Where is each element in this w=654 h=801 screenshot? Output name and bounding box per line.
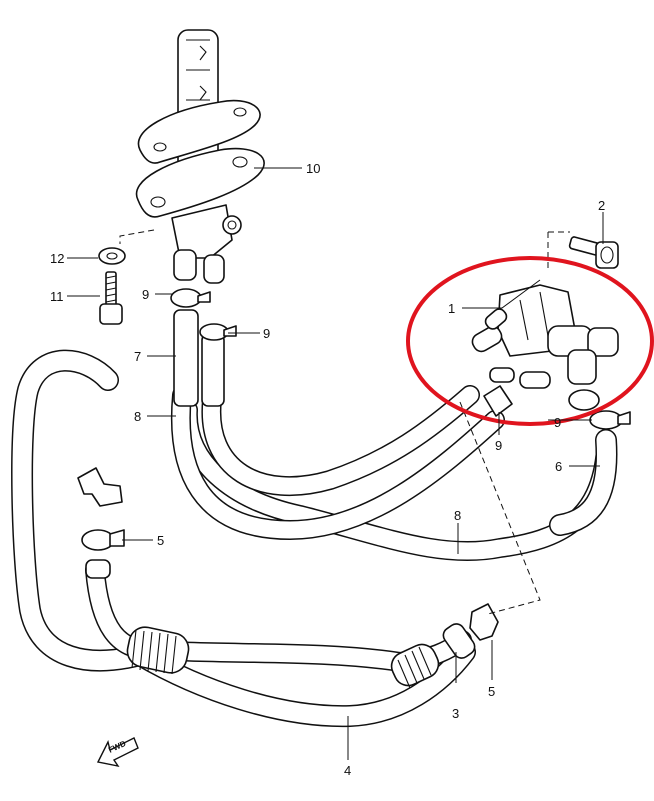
callout-2: 2 [598,198,605,213]
callout-4: 4 [344,763,351,778]
clamp-9-lower [199,323,237,341]
clamp-9-valve [589,410,631,430]
hose-8-middle [201,385,480,497]
hose-ribbed-sleeve-left [126,626,190,675]
callout-11: 11 [50,289,64,304]
callout-labels: 1 2 3 4 5 5 6 7 8 8 9 9 9 9 10 11 12 [50,161,605,778]
bolt-2 [568,236,619,269]
callout-12: 12 [50,251,64,266]
fuel-cock-plate-10 [135,147,265,218]
callout-1: 1 [448,301,455,316]
hose-6 [549,429,618,536]
hose-ribbed-sleeve-right [390,643,440,689]
clamp-5-right [469,603,499,641]
callout-7: 7 [134,349,141,364]
callout-9-valve-bottom: 9 [495,438,502,453]
fwd-arrow-icon: FWD [96,737,139,768]
fuel-cock-gasket [137,99,261,164]
fuel-cock-body [171,204,242,284]
callout-10: 10 [306,161,320,176]
hose-3-end [442,623,476,659]
callout-9-valve-right: 9 [554,415,561,430]
hose-8-left [170,385,505,541]
callout-8-right: 8 [454,508,461,523]
callout-6: 6 [555,459,562,474]
callout-9-lower: 9 [263,326,270,341]
callout-5-right: 5 [488,684,495,699]
hose-7 [173,309,225,407]
callout-5-left: 5 [157,533,164,548]
highlight-ellipse [406,256,654,426]
clamp-5-left [81,529,125,579]
hose-4 [11,349,476,728]
washer-12 [98,247,126,265]
screw-11 [99,271,123,325]
fuel-valve-1 [471,284,619,417]
leader-lines [67,167,604,760]
t-joint [77,467,123,507]
clamp-9-upper [170,288,211,308]
callout-9-upper-left: 9 [142,287,149,302]
callout-8-left: 8 [134,409,141,424]
callout-3: 3 [452,706,459,721]
